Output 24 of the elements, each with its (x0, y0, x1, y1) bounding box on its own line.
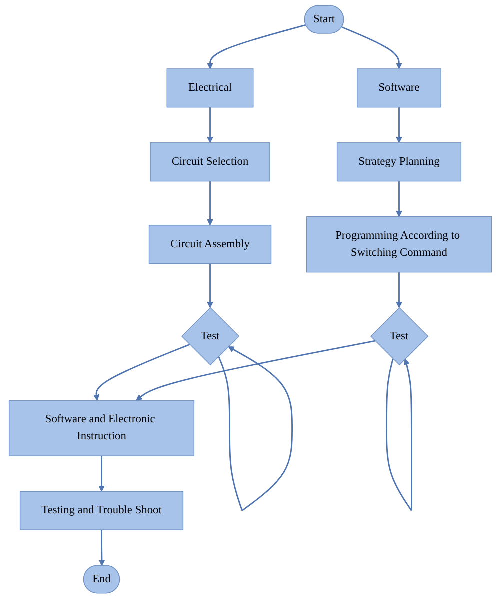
arrow (396, 107, 402, 144)
arrow (396, 272, 402, 308)
arrow (136, 340, 376, 401)
node-box: Circuit Assembly (148, 225, 272, 264)
node-diamond: Test (182, 307, 240, 366)
arrow (342, 26, 402, 70)
arrow (207, 181, 214, 226)
node-box: Electrical (166, 68, 254, 108)
arrow (98, 530, 106, 566)
arrow (207, 107, 214, 144)
arrow (386, 358, 412, 512)
arrow (218, 346, 293, 512)
node-box: Strategy Planning (336, 142, 462, 182)
node-box: Programming According to Switching Command (306, 216, 492, 273)
arrow (396, 181, 402, 218)
node-box: Software and Electronic Instruction (8, 400, 195, 456)
node-box: Circuit Selection (150, 142, 270, 182)
node-diamond: Test (370, 307, 429, 366)
node-box: Testing and Trouble Shoot (20, 491, 184, 530)
node-box: Software (357, 68, 442, 108)
arrow (98, 456, 105, 492)
arrow (207, 264, 214, 308)
arrow (93, 344, 190, 401)
arrow (207, 24, 306, 70)
